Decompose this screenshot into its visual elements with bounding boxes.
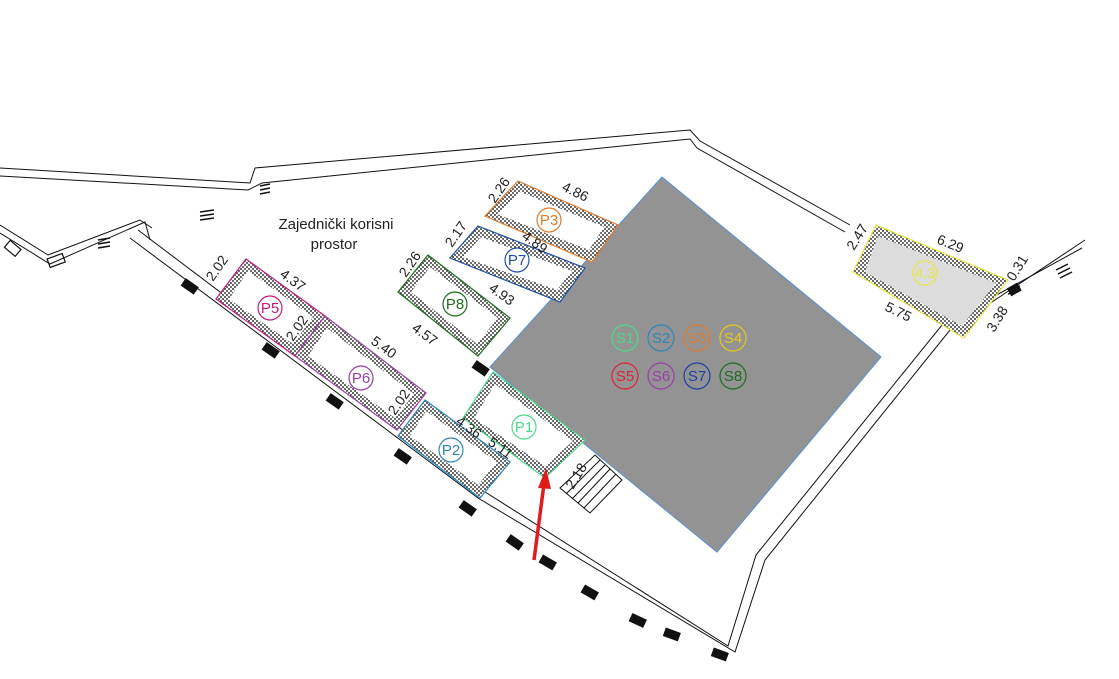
fence-posts [180, 278, 1022, 662]
zone-label-4-3: 4.3 [915, 265, 936, 282]
parking-label-p2: P2 [442, 442, 460, 459]
storage-s6[interactable]: S6 [647, 362, 675, 390]
building-footprint [489, 176, 882, 553]
parking-spot-p7[interactable]: P7 [448, 225, 586, 303]
parking-spot-p1[interactable]: P1 [462, 371, 586, 479]
storage-s1[interactable]: S1 [611, 324, 639, 352]
boundary-posts [3, 239, 66, 269]
parking-spot-p2[interactable]: P2 [397, 399, 511, 499]
parking-spot-p5[interactable]: P5 [215, 258, 326, 357]
storage-label-s5: S5 [616, 368, 634, 385]
dim-218: 2.18 [562, 460, 590, 492]
storage-label-s6: S6 [652, 368, 670, 385]
storage-label-s4: S4 [724, 330, 742, 347]
storage-label-s2: S2 [652, 330, 670, 347]
zone-4-3[interactable]: 4.3 [852, 224, 1009, 339]
storage-s8[interactable]: S8 [719, 362, 747, 390]
parking-label-p8: P8 [446, 296, 464, 313]
parking-label-p7: P7 [508, 252, 526, 269]
parking-spot-p8[interactable]: P8 [397, 254, 511, 357]
parking-spots: P1 P2 P3 P5 P6 [215, 180, 1009, 499]
storage-s4[interactable]: S4 [719, 324, 747, 352]
storage-s5[interactable]: S5 [611, 362, 639, 390]
staircase [559, 454, 623, 514]
storage-label-s3: S3 [688, 330, 706, 347]
storage-s2[interactable]: S2 [647, 324, 675, 352]
dim-202-top: 2.02 [202, 252, 231, 284]
parking-label-p5: P5 [261, 300, 279, 317]
storage-label-s7: S7 [688, 368, 706, 385]
common-area-label-line1: Zajednički korisni [278, 216, 393, 233]
parking-spot-p6[interactable]: P6 [294, 315, 427, 431]
storage-legend: S1 S2 S3 S4 S5 S6 S7 S8 [611, 324, 747, 390]
parking-label-p6: P6 [352, 370, 370, 387]
parking-label-p1: P1 [515, 419, 533, 436]
entrance-arrow [532, 468, 551, 561]
dim-457: 4.57 [409, 319, 441, 348]
storage-s3[interactable]: S3 [683, 324, 711, 352]
storage-label-s8: S8 [724, 368, 742, 385]
parking-label-p3: P3 [540, 212, 558, 229]
storage-label-s1: S1 [616, 330, 634, 347]
dim-486: 4.86 [560, 178, 592, 204]
storage-s7[interactable]: S7 [683, 362, 711, 390]
common-area-label-line2: prostor [311, 236, 358, 253]
parking-spot-p3[interactable]: P3 [483, 180, 619, 263]
